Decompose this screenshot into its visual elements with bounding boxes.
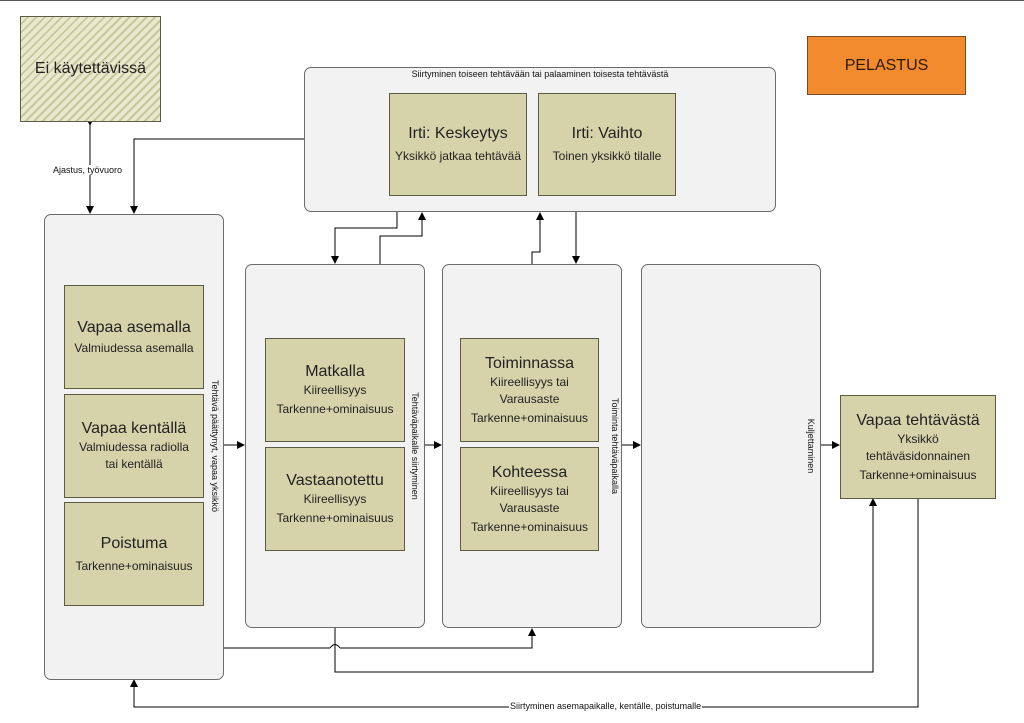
state-matkalla-sub2: Tarkenne+ominaisuus [276, 402, 394, 416]
state-toiminnassa-sub1: Kiireellisyys tai [490, 374, 569, 389]
label-kuljettaminen: Kuljettaminen [806, 418, 816, 474]
panel-kuljettaminen [641, 264, 821, 628]
state-toiminnassa-sub3: Tarkenne+ominaisuus [470, 410, 589, 425]
state-vapaa-kentalla-sub2: tai kentällä [105, 457, 163, 471]
state-kohteessa-sub3: Tarkenne+ominaisuus [470, 519, 589, 534]
state-matkalla[interactable]: Matkalla Kiireellisyys Tarkenne+ominaisu… [265, 338, 405, 442]
panel-toiminta [442, 264, 622, 628]
label-ajastus: Ajastus, työvuoro [52, 165, 124, 175]
state-matkalla-sub1: Kiireellisyys [303, 383, 367, 397]
state-irti-vaihto-sub: Toinen yksikkö tilalle [552, 149, 662, 163]
state-vastaanotettu-title: Vastaanotettu [286, 472, 384, 489]
state-poistuma-title: Poistuma [100, 534, 168, 552]
state-poistuma[interactable]: Poistuma Tarkenne+ominaisuus [64, 502, 204, 606]
state-irti-keskeytys-title: Irti: Keskeytys [408, 125, 508, 142]
state-irti-keskeytys-sub: Yksikkö jatkaa tehtävää [394, 149, 522, 163]
panel-siirtyminen-label: Siirtyminen toiseen tehtävään tai palaam… [411, 69, 669, 79]
state-toiminnassa[interactable]: Toiminnassa Kiireellisyys tai Varausaste… [460, 338, 599, 442]
state-irti-keskeytys[interactable]: Irti: Keskeytys Yksikkö jatkaa tehtävää [389, 93, 527, 196]
state-vapaa-tehtavasta-sub3: Tarkenne+ominaisuus [859, 467, 977, 482]
pelastus-label: PELASTUS [844, 56, 929, 74]
state-irti-vaihto[interactable]: Irti: Vaihto Toinen yksikkö tilalle [538, 93, 676, 196]
state-kohteessa-sub1: Kiireellisyys tai [490, 483, 569, 498]
state-toiminnassa-title: Toiminnassa [485, 354, 574, 372]
state-kohteessa-sub2: Varausaste [499, 500, 560, 515]
label-siirtyminen-asemapaikalle: Siirtyminen asemapaikalle, kentälle, poi… [509, 701, 703, 711]
label-tehtava-paattynyt: Tehtävä päättynyt, vapaa yksikkö [210, 379, 220, 513]
state-ei-kaytettavissa[interactable]: Ei käytettävissä [20, 16, 161, 122]
state-matkalla-title: Matkalla [305, 363, 365, 380]
state-vastaanotettu-sub2: Tarkenne+ominaisuus [276, 511, 394, 525]
state-poistuma-sub: Tarkenne+ominaisuus [75, 558, 193, 573]
state-vapaa-kentalla-sub1: Valmiudessa radiolla [79, 440, 189, 454]
pelastus-box[interactable]: PELASTUS [807, 36, 966, 95]
state-vapaa-tehtavasta-sub1: Yksikkö [897, 431, 939, 446]
state-vapaa-kentalla-title: Vapaa kentällä [81, 420, 187, 437]
state-irti-vaihto-title: Irti: Vaihto [571, 125, 643, 142]
state-ei-kaytettavissa-label: Ei käytettävissä [34, 60, 147, 77]
state-vapaa-tehtavasta[interactable]: Vapaa tehtävästä Yksikkö tehtäväsidonnai… [840, 395, 996, 499]
state-vapaa-asemalla-title: Vapaa asemalla [77, 318, 191, 336]
state-vastaanotettu[interactable]: Vastaanotettu Kiireellisyys Tarkenne+omi… [265, 447, 405, 551]
state-vapaa-tehtavasta-sub2: tehtäväsidonnainen [865, 448, 971, 463]
state-vapaa-asemalla[interactable]: Vapaa asemalla Valmiudessa asemalla [64, 285, 204, 389]
state-vapaa-asemalla-sub: Valmiudessa asemalla [74, 340, 194, 355]
label-toiminta: Toiminta tehtäväpaikalla [610, 397, 620, 495]
top-border-line [0, 0, 1024, 1]
state-kohteessa[interactable]: Kohteessa Kiireellisyys tai Varausaste T… [460, 447, 599, 551]
state-vapaa-kentalla[interactable]: Vapaa kentällä Valmiudessa radiolla tai … [64, 394, 204, 498]
state-vastaanotettu-sub1: Kiireellisyys [303, 492, 367, 506]
state-toiminnassa-sub2: Varausaste [499, 391, 560, 406]
state-kohteessa-title: Kohteessa [491, 463, 568, 481]
state-vapaa-tehtavasta-title: Vapaa tehtävästä [856, 411, 980, 429]
label-tehtavapaikalle: Tehtäväpaikalle siirtyminen [410, 392, 420, 500]
panel-tehtavapaikalle [245, 264, 425, 628]
